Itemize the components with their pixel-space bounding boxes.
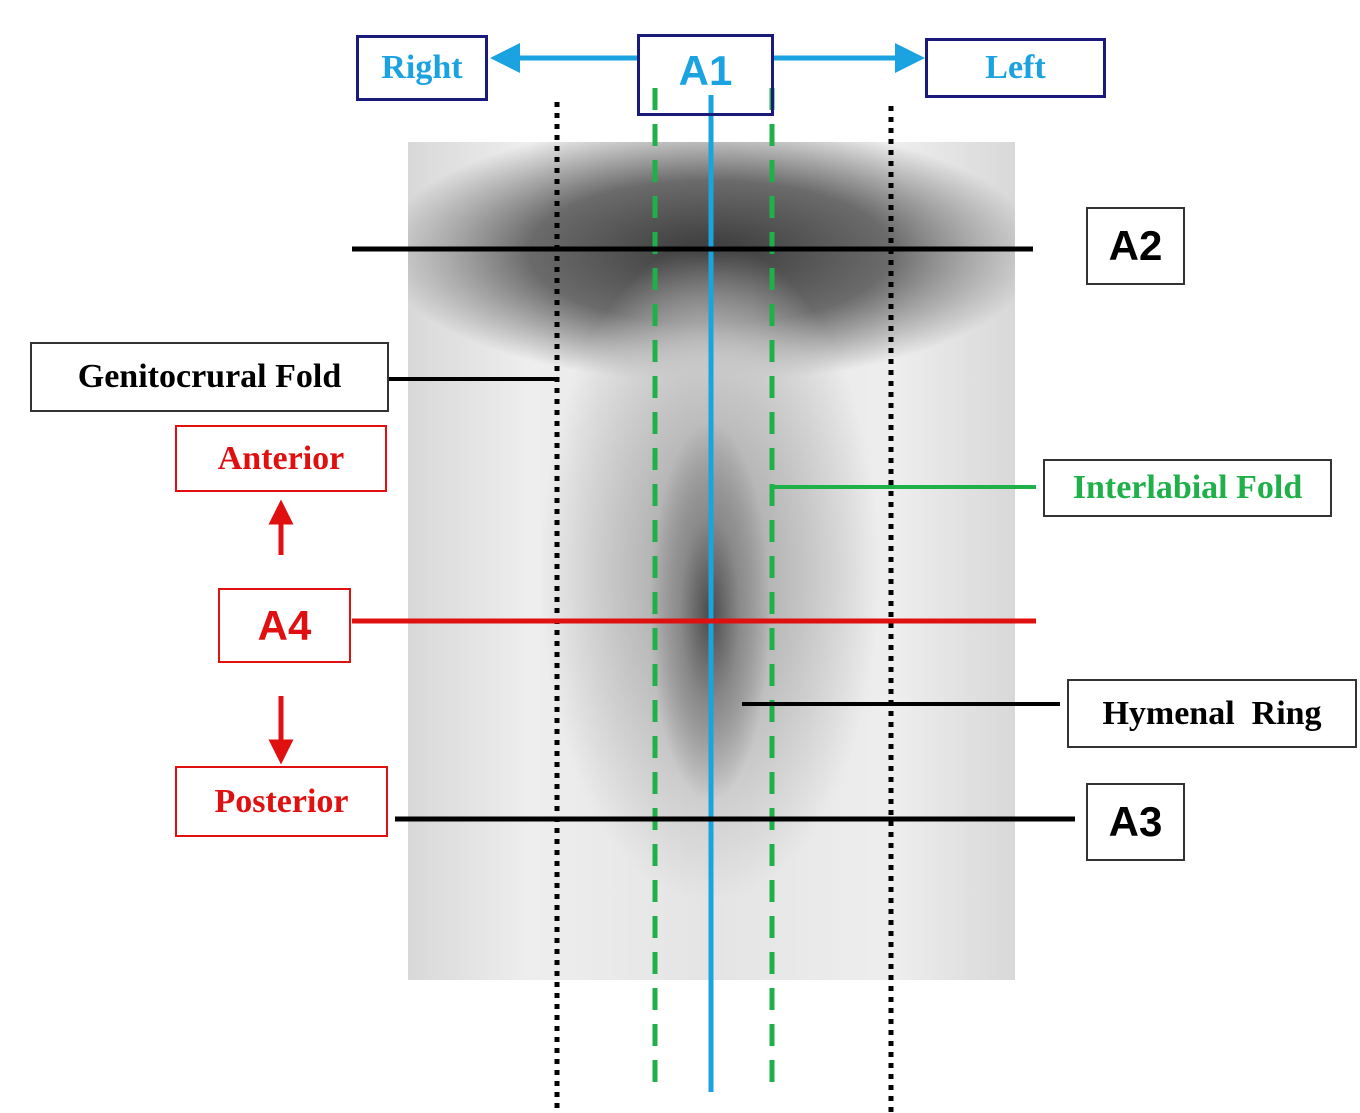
left-label: Left — [925, 38, 1106, 98]
a3-label: A3 — [1086, 783, 1185, 861]
interlabial-fold-label: Interlabial Fold — [1043, 459, 1332, 517]
a1-label: A1 — [637, 34, 774, 116]
anterior-label: Anterior — [175, 425, 387, 492]
right-label: Right — [356, 35, 488, 101]
a2-label: A2 — [1086, 207, 1185, 285]
hymenal-ring-label: Hymenal Ring — [1067, 679, 1357, 748]
genitocrural-fold-label: Genitocrural Fold — [30, 342, 389, 412]
a4-label: A4 — [218, 588, 351, 663]
posterior-label: Posterior — [175, 766, 388, 837]
